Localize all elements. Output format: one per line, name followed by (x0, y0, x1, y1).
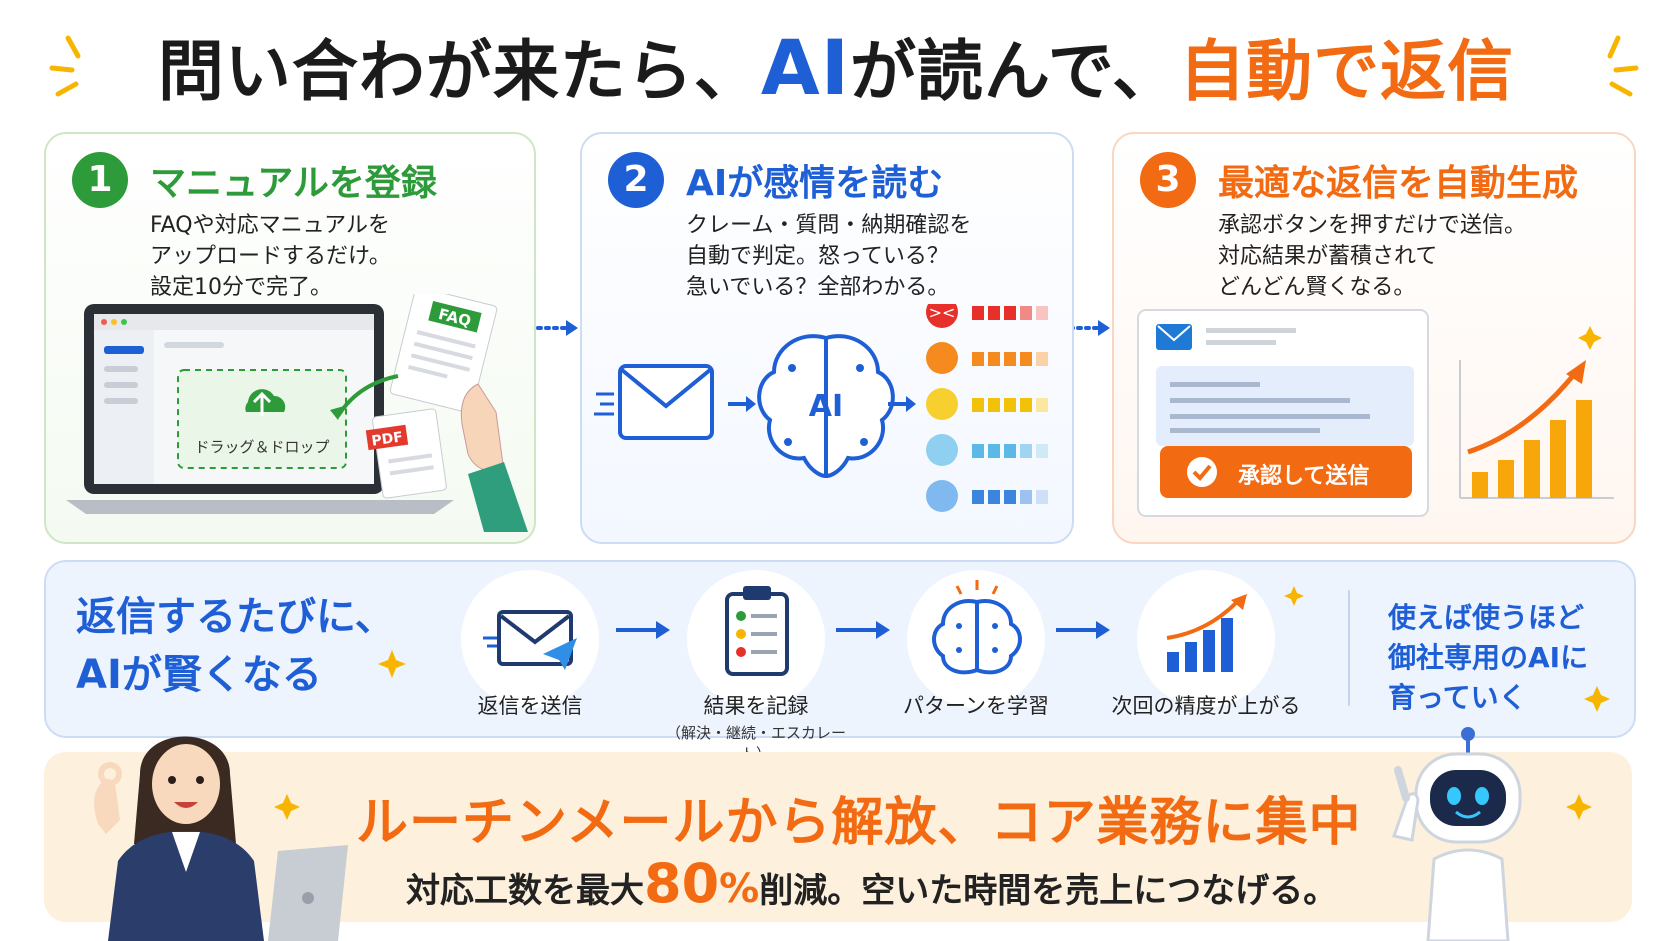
step-number-badge: 1 (72, 152, 128, 208)
step-number-badge: 3 (1140, 152, 1196, 208)
ai-label: AI (809, 389, 843, 424)
loop-step-label: 返信を送信 (477, 694, 583, 718)
growth-chart-icon (1459, 326, 1614, 499)
arrow-right-icon (1056, 621, 1110, 639)
laptop-upload-illustration: ドラッグ＆ドロップ FAQ PDF (66, 294, 528, 532)
arrow-right-icon (836, 621, 890, 639)
growth-chart-icon (1166, 594, 1247, 672)
benefit-sub-pre: 対応工数を最大 (406, 871, 644, 911)
approve-send-label: 承認して送信 (1238, 464, 1370, 489)
emotion-neutral-row (926, 388, 1048, 420)
title-part-auto-reply: 自動で返信 (1179, 33, 1515, 110)
title-part-3: が読んで、 (850, 33, 1180, 110)
step-card-3: 3 最適な返信を自動生成 承認ボタンを押すだけで送信。 対応結果が蓄積されて ど… (1112, 132, 1636, 544)
loop-step-label: 次回の精度が上がる (1111, 694, 1301, 718)
emotion-happy-row (926, 480, 1048, 512)
loop-step-send: 返信を送信 (430, 570, 630, 720)
title-part-1: 問い合わが来たら、 (157, 33, 761, 110)
title-part-ai: AI (760, 23, 851, 112)
step-title: 最適な返信を自動生成 (1218, 163, 1579, 204)
benefit-subline: 対応工数を最大80%削減。空いた時間を売上につなげる。 (406, 852, 1337, 915)
benefit-headline: ルーチンメールから解放、コア業務に集中 (356, 793, 1362, 853)
flow-arrow-2-3 (1068, 320, 1110, 336)
ai-robot-illustration (1392, 727, 1522, 941)
emotion-frustrated-row (926, 342, 1048, 374)
step-card-2: 2 AIが感情を読む クレーム・質問・納期確認を 自動で判定。怒っている？ 急い… (580, 132, 1074, 544)
sparkle-left-icon (49, 35, 81, 97)
step-title: マニュアルを登録 (150, 163, 437, 204)
arrow-right-icon (616, 621, 670, 639)
benefit-sub-post: 削減。空いた時間を売上につなげる。 (759, 871, 1338, 911)
learning-loop-band: 返信するたびに、 AIが賢くなる 返信を送信 結果を記録 （解決・継続・エスカレ… (44, 560, 1636, 763)
benefit-percent-sign: % (719, 866, 760, 912)
step-number-badge: 2 (608, 152, 664, 208)
flow-arrow-1-2 (536, 320, 578, 336)
emotion-calm-row (926, 434, 1048, 466)
learning-loop-note: 使えば使うほど 御社専用のAIに 育っていく (1388, 601, 1589, 714)
step-title: AIが感情を読む (686, 163, 944, 204)
loop-step-learn: パターンを学習 (876, 570, 1076, 720)
page-title: 問い合わが来たら、AIが読んで、自動で返信 (0, 18, 1672, 114)
sparkle-icon (1566, 794, 1592, 820)
sparkle-icon (378, 650, 406, 678)
sparkle-icon (1584, 686, 1610, 712)
ai-brain-icon: AI (757, 334, 895, 479)
loop-step-label: 結果を記録 (703, 694, 809, 718)
loop-step-record: 結果を記録 （解決・継続・エスカレート） (656, 570, 856, 764)
mail-send-icon (483, 610, 577, 670)
learning-loop-title: 返信するたびに、 AIが賢くなる (76, 594, 395, 698)
sparkle-icon (1284, 586, 1304, 606)
benefit-percentage: 80 (644, 852, 720, 915)
upload-drop-label: ドラッグ＆ドロップ (194, 438, 329, 456)
brain-icon (932, 580, 1022, 675)
step-card-1: 1 マニュアルを登録 FAQや対応マニュアルを アップロードするだけ。 設定10… (44, 132, 536, 544)
approve-send-button[interactable]: 承認して送信 (1160, 446, 1412, 498)
ai-emotion-illustration: AI >< (594, 304, 1048, 512)
loop-step-improve: 次回の精度が上がる (1106, 570, 1306, 720)
band-divider (1348, 590, 1350, 706)
sparkle-right-icon (1607, 35, 1639, 97)
step-description: FAQや対応マニュアルを アップロードするだけ。 設定10分で完了。 (150, 213, 391, 300)
mail-icon (594, 364, 714, 440)
check-circle-icon (1187, 457, 1217, 487)
step-description: 承認ボタンを押すだけで送信。 対応結果が蓄積されて どんどん賢くなる。 (1218, 213, 1527, 300)
emotion-angry-row: >< (926, 304, 1048, 328)
pdf-doc-label: PDF (371, 429, 404, 449)
sparkle-icon (274, 794, 300, 820)
loop-step-label: パターンを学習 (903, 694, 1049, 718)
businesswoman-illustration (94, 736, 348, 941)
clipboard-icon (725, 586, 789, 676)
step-description: クレーム・質問・納期確認を 自動で判定。怒っている？ 急いでいる？全部わかる。 (686, 213, 972, 300)
svg-text:><: >< (929, 304, 956, 322)
